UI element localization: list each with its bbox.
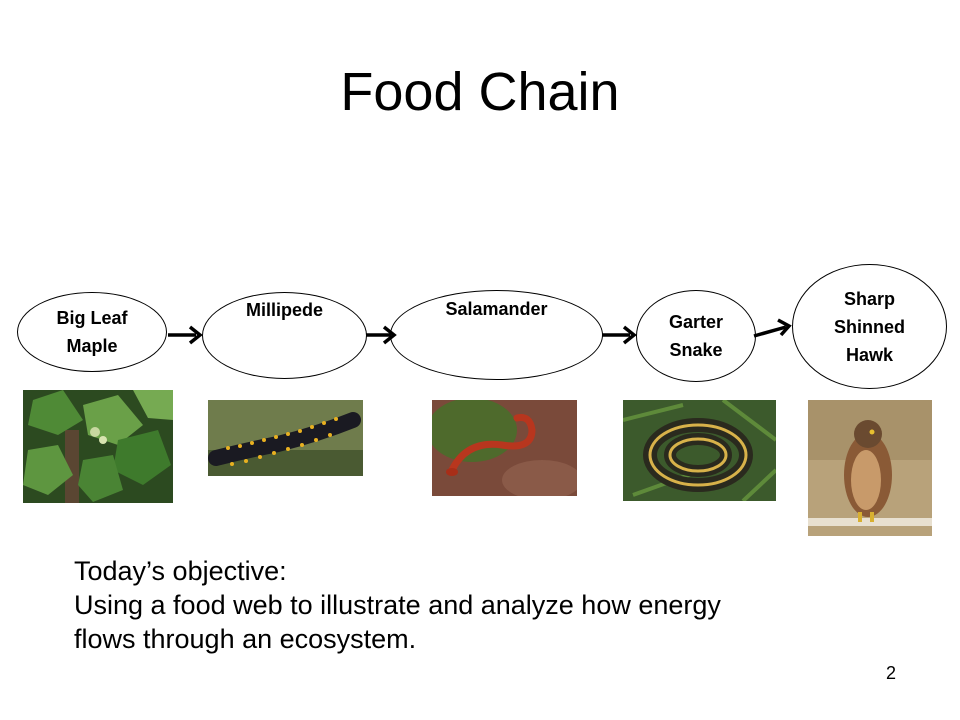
node-label-line: Sharp bbox=[843, 288, 895, 309]
objective-line: Using a food web to illustrate and analy… bbox=[74, 590, 721, 620]
node-label-line: Big Leaf bbox=[56, 308, 128, 328]
node-label-line: Millipede bbox=[245, 299, 323, 320]
node-label-line: Maple bbox=[66, 336, 118, 356]
objective-heading: Today’s objective: bbox=[74, 556, 287, 586]
node-salamander: Salamander bbox=[390, 290, 603, 380]
millipede-photo-icon bbox=[208, 400, 363, 476]
hawk-photo-icon bbox=[808, 400, 932, 536]
big-leaf-maple-photo-icon bbox=[23, 390, 173, 503]
garter-snake-photo-icon bbox=[623, 400, 776, 501]
node-label-line: Snake bbox=[669, 340, 723, 360]
arrow-right-icon bbox=[168, 325, 203, 345]
arrow-right-icon bbox=[753, 318, 792, 338]
slide-number: 2 bbox=[886, 663, 897, 683]
objective-text: Today’s objective: Using a food web to i… bbox=[74, 554, 894, 656]
slide-title: Food Chain bbox=[340, 62, 620, 122]
arrow-right-icon bbox=[602, 325, 637, 345]
arrow-right-icon bbox=[366, 325, 397, 345]
node-millipede: Millipede bbox=[202, 292, 367, 379]
salamander-photo-icon bbox=[432, 400, 577, 496]
node-label-line: Shinned bbox=[834, 316, 905, 337]
node-label-line: Garter bbox=[668, 312, 724, 332]
node-label-line: Hawk bbox=[845, 344, 894, 365]
node-sharp-shinned-hawk: Sharp Shinned Hawk bbox=[792, 264, 947, 389]
node-garter-snake: Garter Snake bbox=[636, 290, 756, 382]
objective-line: flows through an ecosystem. bbox=[74, 624, 417, 654]
node-big-leaf-maple: Big Leaf Maple bbox=[17, 292, 167, 372]
node-label-line: Salamander bbox=[445, 299, 548, 319]
